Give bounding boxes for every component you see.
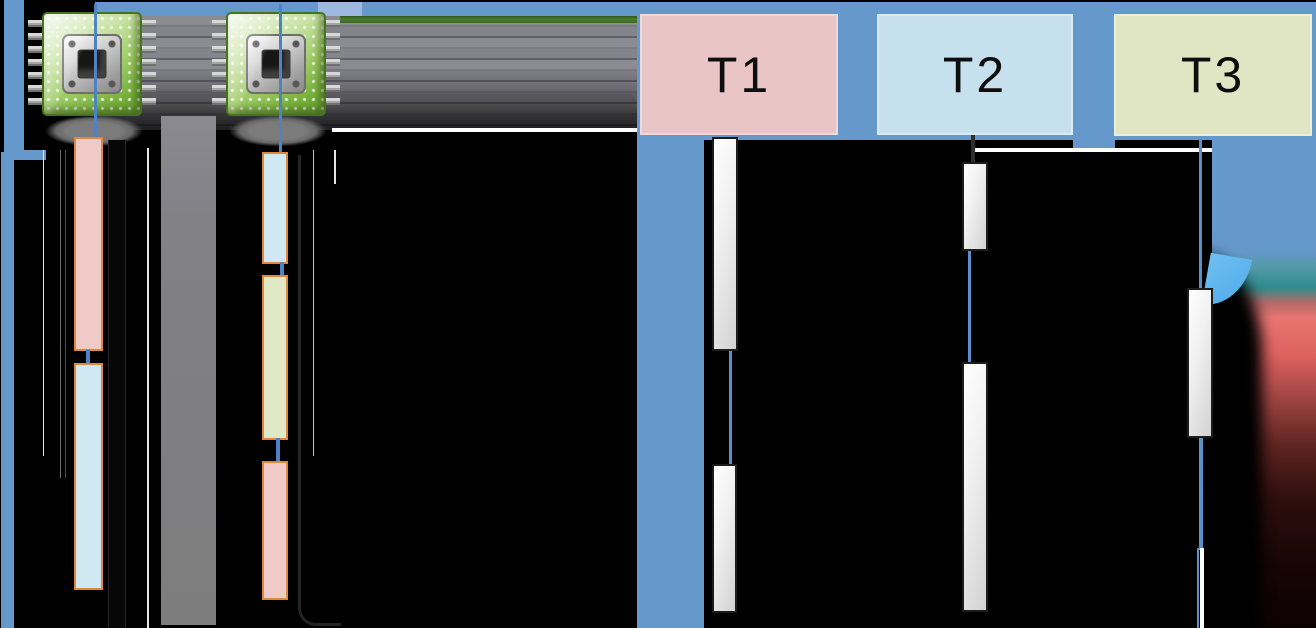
cpu-pins-icon bbox=[141, 20, 156, 110]
thread-label: T2 bbox=[942, 46, 1008, 103]
thread-header-tab bbox=[1073, 138, 1115, 151]
t1-exec-bar-2 bbox=[712, 464, 737, 613]
gray-divider-band bbox=[161, 116, 216, 625]
thread-label: T3 bbox=[1180, 47, 1246, 103]
cpu-chip-icon bbox=[28, 12, 156, 120]
cpu-chip-icon bbox=[212, 12, 340, 120]
context-switch-connector bbox=[86, 349, 90, 365]
cpu2-segment-t3 bbox=[262, 275, 288, 440]
t3-lifeline-highlight bbox=[1200, 548, 1204, 628]
cpu-pins-icon bbox=[28, 20, 43, 110]
shadow-strip bbox=[108, 140, 126, 628]
gradient-cutout bbox=[1212, 254, 1262, 628]
t3-lifeline bbox=[1197, 548, 1199, 628]
guide-hairline bbox=[65, 150, 66, 478]
guide-hairline bbox=[313, 150, 314, 456]
t2-box-connector bbox=[971, 135, 975, 163]
cpu-pins-icon bbox=[212, 20, 227, 110]
board-edge-line bbox=[340, 16, 637, 23]
top-axis-highlight bbox=[318, 2, 362, 16]
t2-exec-bar-1 bbox=[962, 162, 988, 251]
cpu1-segment-t2 bbox=[74, 363, 103, 590]
shadow-corner-outline bbox=[298, 155, 341, 626]
thread-label: T1 bbox=[706, 46, 772, 103]
t3-lifeline bbox=[1199, 438, 1203, 550]
cpu2-segment-t1 bbox=[262, 461, 288, 600]
t3-lifeline bbox=[1199, 138, 1202, 288]
guide-hairline bbox=[147, 148, 149, 628]
cpu-pins-icon bbox=[325, 20, 340, 110]
t2-lifeline bbox=[968, 251, 971, 362]
t3-exec-bar-1 bbox=[1187, 288, 1213, 438]
cpu-gloss bbox=[228, 14, 324, 114]
context-switch-connector bbox=[276, 438, 280, 463]
cpu-package-icon bbox=[226, 12, 326, 116]
cpu1-segment-t1 bbox=[74, 137, 103, 351]
cpu-shadow bbox=[212, 110, 344, 152]
baseline-hairline-right bbox=[975, 148, 1212, 152]
baseline-hairline-left bbox=[332, 128, 637, 132]
cpu-gloss bbox=[44, 14, 140, 114]
striped-shadow-band bbox=[95, 16, 637, 130]
gradient-arrow-fragment bbox=[1212, 112, 1316, 628]
guide-hairline bbox=[43, 150, 44, 456]
thread-box-t3: T3 bbox=[1114, 14, 1312, 136]
left-axis-bar-top bbox=[4, 0, 24, 152]
time-column bbox=[637, 140, 704, 628]
cpu2-segment-t2 bbox=[262, 152, 288, 264]
cpu2-drop-line bbox=[279, 4, 282, 153]
left-axis-corner-foot bbox=[4, 150, 46, 160]
cpu1-drop-line bbox=[94, 4, 97, 138]
t1-lifeline bbox=[729, 351, 732, 464]
t1-exec-bar-1 bbox=[712, 137, 738, 351]
t2-exec-bar-2 bbox=[962, 362, 988, 612]
cpu-package-icon bbox=[42, 12, 142, 116]
thread-box-t1: T1 bbox=[640, 14, 838, 135]
guide-hairline bbox=[60, 150, 61, 478]
left-axis-bar bbox=[1, 152, 14, 628]
context-switch-connector bbox=[280, 262, 284, 277]
thread-box-t2: T2 bbox=[877, 14, 1073, 135]
